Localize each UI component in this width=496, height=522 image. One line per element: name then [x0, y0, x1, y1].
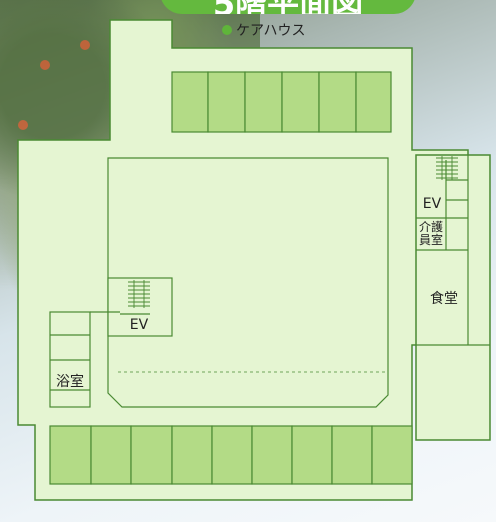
ev-center-block [107, 277, 173, 337]
room-label-bath: 浴室 [56, 374, 84, 390]
courtyard [107, 157, 389, 408]
legend-dot-icon [222, 25, 232, 35]
building-outline [17, 19, 469, 501]
legend-label: ケアハウス [236, 23, 306, 39]
room-label-ev-center: EV [129, 317, 149, 333]
room-label-care-staff: 介護員室 [418, 220, 443, 247]
room-label-ev-right: EV [422, 196, 442, 212]
room-label-dining: 食堂 [430, 291, 458, 307]
legend: ケアハウス [222, 20, 305, 40]
title-badge: 5階平面図 [160, 0, 416, 14]
